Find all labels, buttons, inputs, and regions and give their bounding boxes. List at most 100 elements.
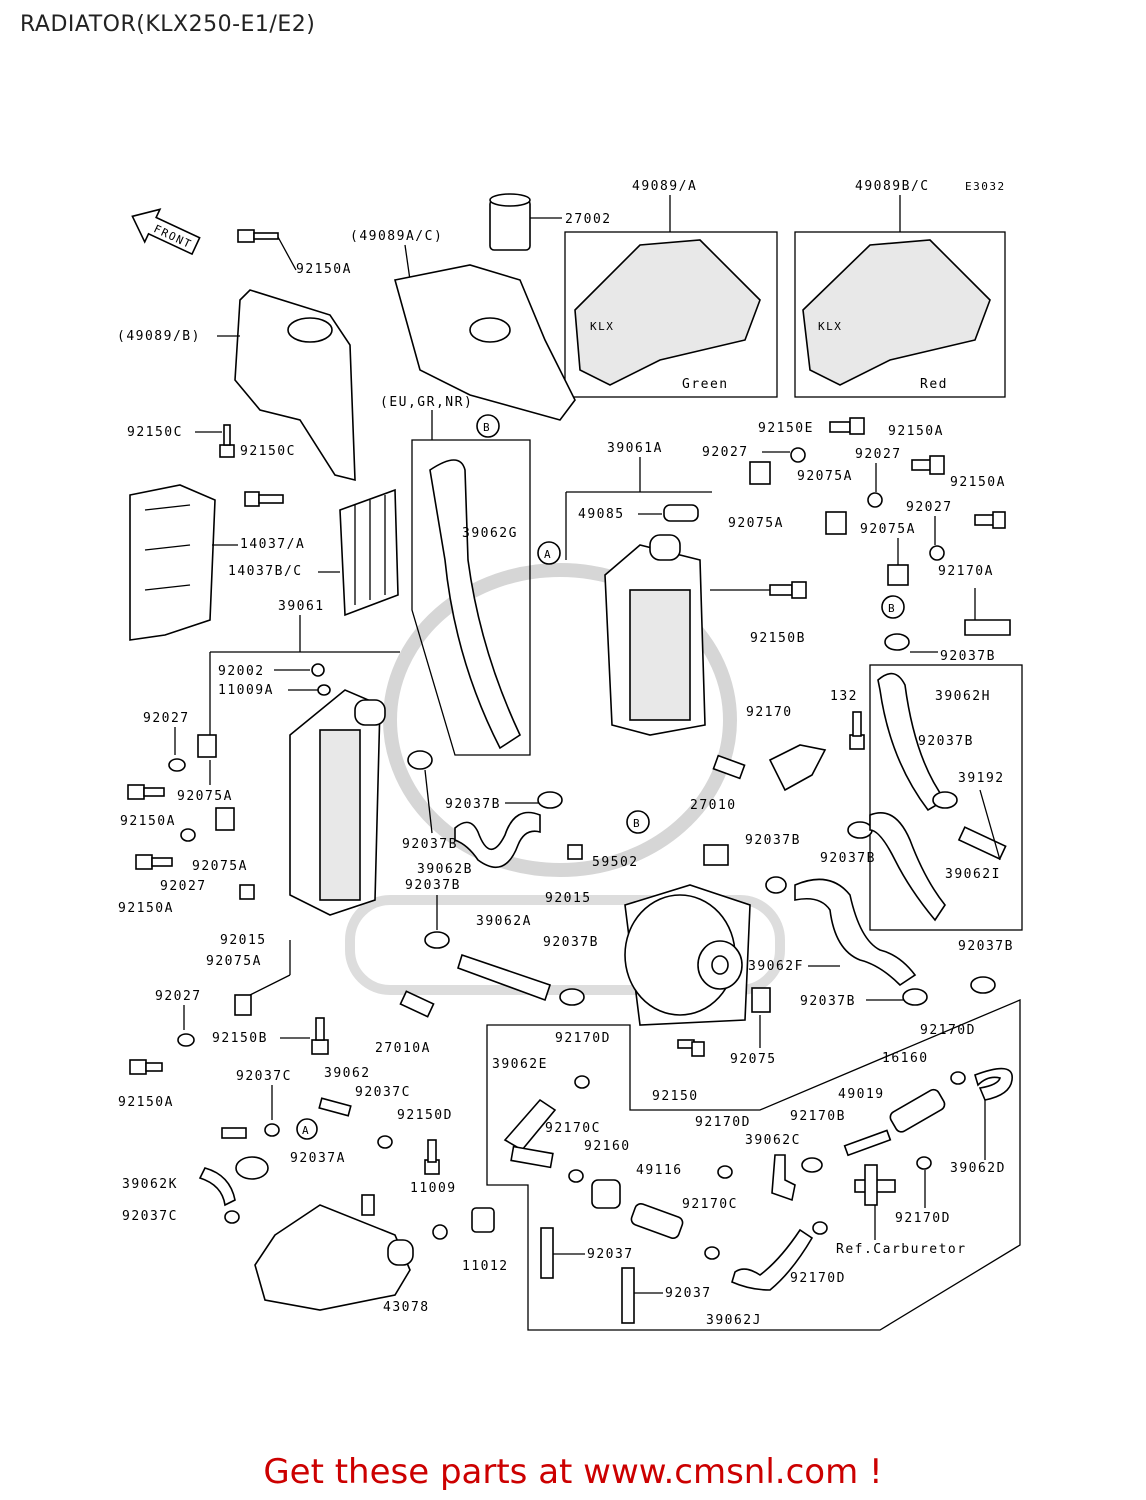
label-92027-6: 92027	[155, 989, 202, 1004]
label-red: Red	[920, 377, 948, 392]
bolt-92150a-1[interactable]	[237, 229, 297, 271]
hose-39062b[interactable]	[454, 811, 541, 869]
bracket-92170[interactable]	[768, 744, 827, 792]
bolt-92150d[interactable]	[424, 1139, 440, 1175]
radiator-guard-14037bc[interactable]	[339, 488, 399, 617]
left-shroud[interactable]	[234, 289, 356, 482]
label-92150b-2: 92150B	[212, 1031, 268, 1046]
label-11009: 11009	[410, 1181, 457, 1196]
shroud-green[interactable]: KLX	[574, 239, 761, 386]
bolt-92150a-6[interactable]	[129, 1059, 163, 1075]
label-92170d-4: 92170D	[920, 1023, 976, 1038]
hose-39062c[interactable]	[771, 1154, 796, 1202]
bolt-92150b-2[interactable]	[311, 1017, 329, 1055]
label-92075a-6: 92075A	[206, 954, 262, 969]
cap-11012[interactable]	[471, 1207, 495, 1233]
bolt-92150a-4[interactable]	[127, 784, 165, 800]
valve-16160[interactable]	[888, 1087, 947, 1134]
label-92150a-1: 92150A	[296, 262, 352, 277]
label-92037b-5: 92037B	[543, 935, 599, 950]
label-92037b-9: 92037B	[958, 939, 1014, 954]
label-27010: 27010	[690, 798, 737, 813]
tee-fitting[interactable]	[854, 1164, 896, 1206]
hose-39062f[interactable]	[794, 878, 917, 987]
label-92170d-5: 92170D	[895, 1211, 951, 1226]
bolt-92150b-1[interactable]	[769, 581, 807, 599]
sensor-27010[interactable]	[712, 754, 746, 780]
front-arrow-icon: FRONT	[131, 208, 201, 256]
label-39062i: 39062I	[945, 867, 1001, 882]
label-39062f: 39062F	[748, 959, 804, 974]
hose-39062a[interactable]	[457, 953, 552, 1002]
label-92037b-3: 92037B	[402, 837, 458, 852]
label-92170d-2: 92170D	[695, 1115, 751, 1130]
filter-49116[interactable]	[630, 1202, 685, 1240]
bolt-92150[interactable]	[677, 1039, 705, 1057]
bolt-92150c-1[interactable]	[219, 424, 235, 458]
label-92150a-3: 92150A	[950, 475, 1006, 490]
valve-49019[interactable]	[843, 1129, 892, 1157]
label-39062k: 39062K	[122, 1177, 178, 1192]
radiator-right[interactable]	[604, 534, 706, 736]
bolt-92150a-3[interactable]	[974, 511, 1006, 529]
label-92170c-2: 92170C	[682, 1197, 738, 1212]
label-92027-2: 92027	[855, 447, 902, 462]
hose-39062i[interactable]	[869, 812, 946, 922]
clip-92160[interactable]	[591, 1179, 621, 1209]
label-92027-5: 92027	[160, 879, 207, 894]
label-92037-1: 92037	[587, 1247, 634, 1262]
right-shroud[interactable]	[393, 264, 576, 421]
svg-text:KLX: KLX	[818, 320, 842, 333]
label-39062j: 39062J	[706, 1313, 762, 1328]
label-92027-1: 92027	[702, 445, 749, 460]
hose-39062g[interactable]	[429, 459, 522, 750]
label-92015-2: 92015	[545, 891, 592, 906]
label-92150a-6: 92150A	[118, 1095, 174, 1110]
radiator-fan-59502[interactable]	[624, 884, 751, 1026]
label-92075a-1: 92075A	[797, 469, 853, 484]
label-92037c-2: 92037C	[355, 1085, 411, 1100]
label-92027-3: 92027	[906, 500, 953, 515]
label-92150c-1: 92150C	[127, 425, 183, 440]
label-92170d-1: 92170D	[555, 1031, 611, 1046]
label-27010a: 27010A	[375, 1041, 431, 1056]
label-92037b-4: 92037B	[405, 878, 461, 893]
label-59502: 59502	[592, 855, 639, 870]
connector[interactable]	[703, 844, 729, 866]
reservoir-cap[interactable]	[489, 193, 562, 251]
radiator-left[interactable]	[289, 689, 386, 916]
label-92150a-5: 92150A	[118, 901, 174, 916]
callout-b-3: B	[633, 817, 641, 830]
label-92037b-6: 92037B	[918, 734, 974, 749]
bolt-92150e[interactable]	[829, 417, 865, 435]
hose-39062j[interactable]	[731, 1228, 814, 1291]
bolt-92150a-5[interactable]	[135, 854, 173, 870]
fitting-39192[interactable]	[957, 826, 1007, 860]
label-49089-a: 49089/A	[632, 179, 697, 194]
label-92170c-1: 92170C	[545, 1121, 601, 1136]
label-92037b-8: 92037B	[820, 851, 876, 866]
hose-39062e[interactable]	[503, 1098, 557, 1169]
bolt-132[interactable]	[849, 711, 865, 750]
hose-39062k[interactable]	[198, 1167, 236, 1207]
reservoir-tank-43078[interactable]	[254, 1194, 414, 1311]
diagram-code: E3032	[965, 180, 1006, 193]
label-92170b: 92170B	[790, 1109, 846, 1124]
strap-92037-1[interactable]	[540, 1227, 554, 1279]
label-92170a: 92170A	[938, 564, 994, 579]
clamp-92037a[interactable]	[235, 1156, 269, 1180]
radiator-guard-14037a[interactable]	[129, 484, 216, 641]
hose-39062h[interactable]	[877, 672, 947, 812]
label-92170d-3: 92170D	[790, 1271, 846, 1286]
strap-92037-2[interactable]	[621, 1267, 635, 1324]
label-92075: 92075	[730, 1052, 777, 1067]
bolt-92150c-2[interactable]	[244, 491, 284, 507]
label-16160: 16160	[882, 1051, 929, 1066]
clip-92170a[interactable]	[964, 588, 1011, 636]
label-39062: 39062	[324, 1066, 371, 1081]
hose-39062d[interactable]	[974, 1067, 1013, 1101]
shroud-red[interactable]: KLX	[802, 239, 991, 386]
sensor-27010a[interactable]	[399, 990, 435, 1018]
bolt-92150a-2[interactable]	[911, 455, 945, 475]
footer-cta-link[interactable]: Get these parts at www.cmsnl.com !	[263, 1452, 883, 1492]
